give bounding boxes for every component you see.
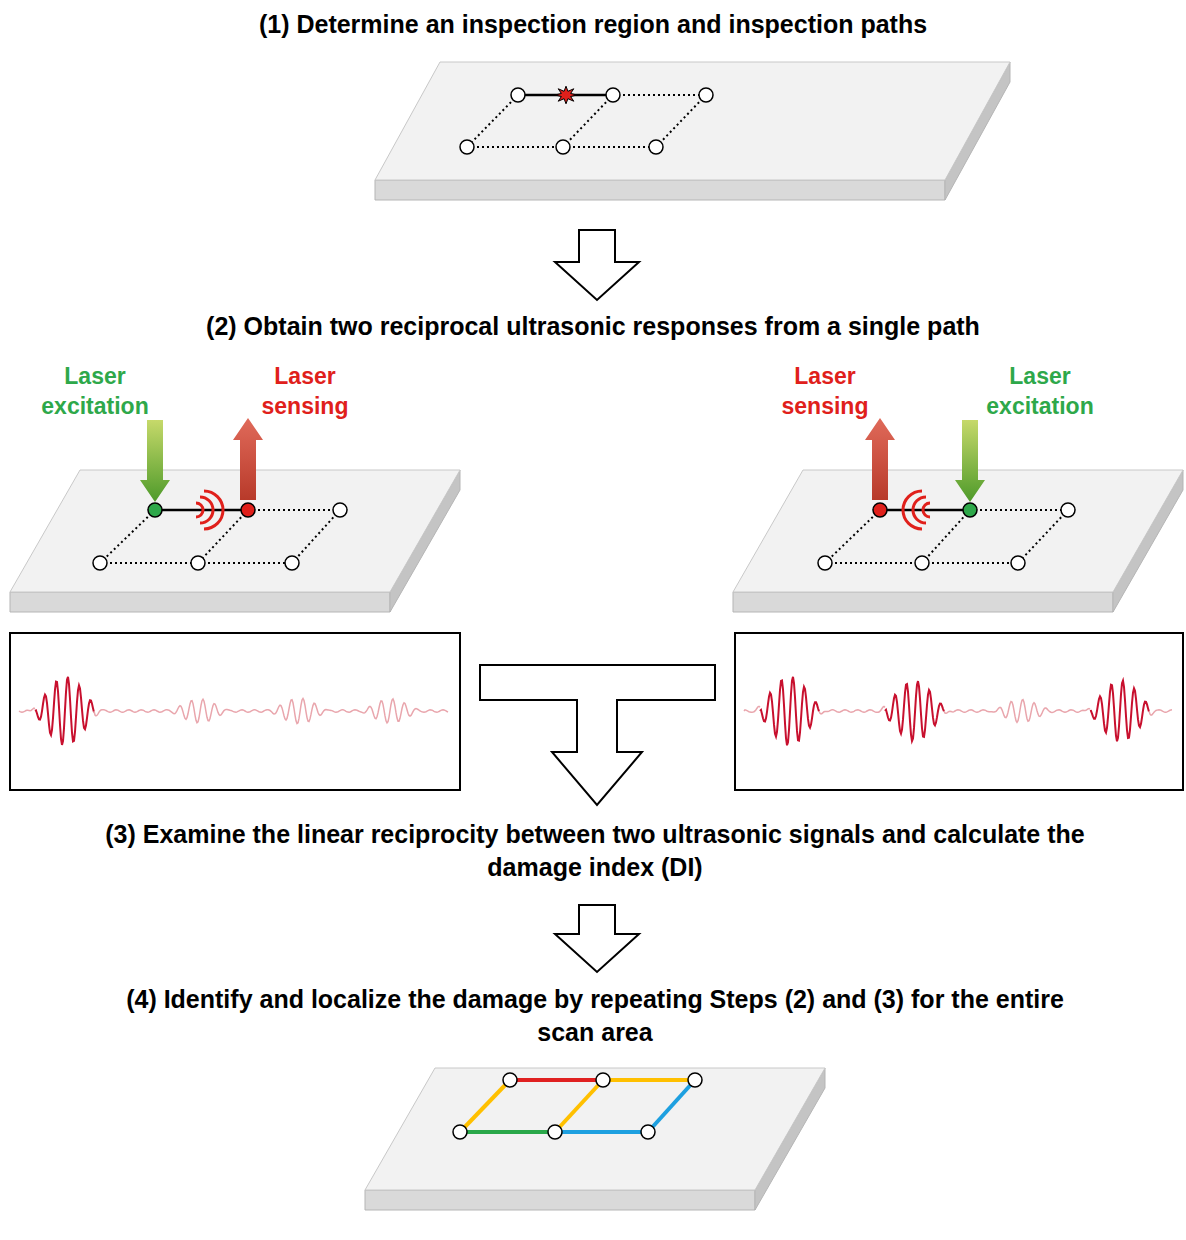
inspection-path (460, 1130, 555, 1134)
ultrasonic-signal (944, 700, 1090, 723)
wave-arc (204, 491, 223, 529)
plate-front (733, 592, 1113, 612)
scan-point (649, 140, 663, 154)
inspection-path (922, 562, 1018, 564)
inspection-path (292, 510, 340, 563)
inspection-path (555, 1130, 648, 1134)
laser-arrow (140, 420, 170, 502)
scan-point (873, 503, 887, 517)
scan-point (688, 1073, 702, 1087)
scan-point (285, 556, 299, 570)
scan-point (818, 556, 832, 570)
scan-point (915, 556, 929, 570)
wave-arc (200, 497, 213, 523)
inspection-path (563, 95, 613, 147)
inspection-path (1018, 510, 1068, 563)
flow-arrow (555, 230, 639, 300)
step-heading: (2) Obtain two reciprocal ultrasonic res… (43, 310, 1143, 343)
merge-arrow (480, 665, 715, 805)
scan-point (556, 140, 570, 154)
inspection-path (825, 562, 922, 564)
scan-point (453, 1125, 467, 1139)
plate-top (733, 470, 1183, 592)
laser-label: Laser sensing (235, 362, 375, 422)
plate-top (10, 470, 460, 592)
ultrasonic-signal (744, 706, 760, 712)
plate-top (375, 62, 1010, 180)
ultrasonic-signal (19, 708, 35, 712)
plate-top (365, 1068, 825, 1190)
inspection-path (563, 146, 656, 148)
scan-point (503, 1073, 517, 1087)
inspection-path (656, 95, 706, 147)
inspection-path (510, 1078, 603, 1082)
laser-arrow (865, 418, 895, 500)
inspection-path (248, 509, 340, 511)
inspection-path (970, 509, 1068, 511)
scan-point (191, 556, 205, 570)
scan-point (1061, 503, 1075, 517)
inspection-path (467, 146, 563, 148)
scan-point (699, 88, 713, 102)
ultrasonic-signal (1149, 710, 1172, 715)
wave-arc (903, 491, 922, 529)
inspection-path (613, 94, 706, 96)
inspection-path (648, 1080, 695, 1132)
laser-arrow (233, 418, 263, 500)
inspection-path (467, 95, 518, 147)
scan-point (596, 1073, 610, 1087)
inspection-path (198, 562, 292, 564)
wave-arc (913, 497, 926, 523)
inspection-path (198, 510, 248, 563)
inspection-path (825, 510, 880, 563)
plate-front (375, 180, 945, 200)
plate (10, 418, 460, 612)
scan-point (93, 556, 107, 570)
inspection-path (100, 562, 198, 564)
plate (375, 62, 1010, 200)
inspection-path (460, 1080, 510, 1132)
step-heading: (4) Identify and localize the damage by … (95, 983, 1095, 1048)
laser-label: Laser excitation (965, 362, 1115, 422)
scan-point (333, 503, 347, 517)
plate (365, 1068, 825, 1210)
inspection-path (880, 509, 970, 512)
scan-point (1011, 556, 1025, 570)
inspection-path (100, 510, 155, 563)
ultrasonic-signal (885, 681, 944, 741)
damage-mark (555, 86, 577, 104)
laser-label: Laser excitation (20, 362, 170, 422)
scan-point (606, 88, 620, 102)
signal-box (10, 633, 460, 790)
scan-point (548, 1125, 562, 1139)
scan-point (511, 88, 525, 102)
ultrasonic-signal (35, 677, 94, 745)
step-heading: (1) Determine an inspection region and i… (43, 8, 1143, 41)
plate-front (365, 1190, 755, 1210)
signal-box (735, 633, 1183, 790)
ultrasonic-signal (94, 699, 448, 724)
wave-arc (196, 503, 203, 517)
step-heading: (3) Examine the linear reciprocity betwe… (95, 818, 1095, 883)
inspection-path (555, 1080, 603, 1132)
wave-arc (923, 503, 930, 517)
ultrasonic-signal (1090, 681, 1149, 742)
scan-point (460, 140, 474, 154)
flow-arrow (555, 905, 639, 972)
inspection-path (603, 1078, 695, 1082)
scan-point (148, 503, 162, 517)
scan-point (963, 503, 977, 517)
laser-label: Laser sensing (755, 362, 895, 422)
plate-front (10, 592, 390, 612)
ultrasonic-signal (760, 677, 819, 746)
scan-point (641, 1125, 655, 1139)
laser-arrow (955, 420, 985, 502)
scan-point (241, 503, 255, 517)
plate (733, 418, 1183, 612)
ultrasonic-signal (819, 707, 885, 714)
